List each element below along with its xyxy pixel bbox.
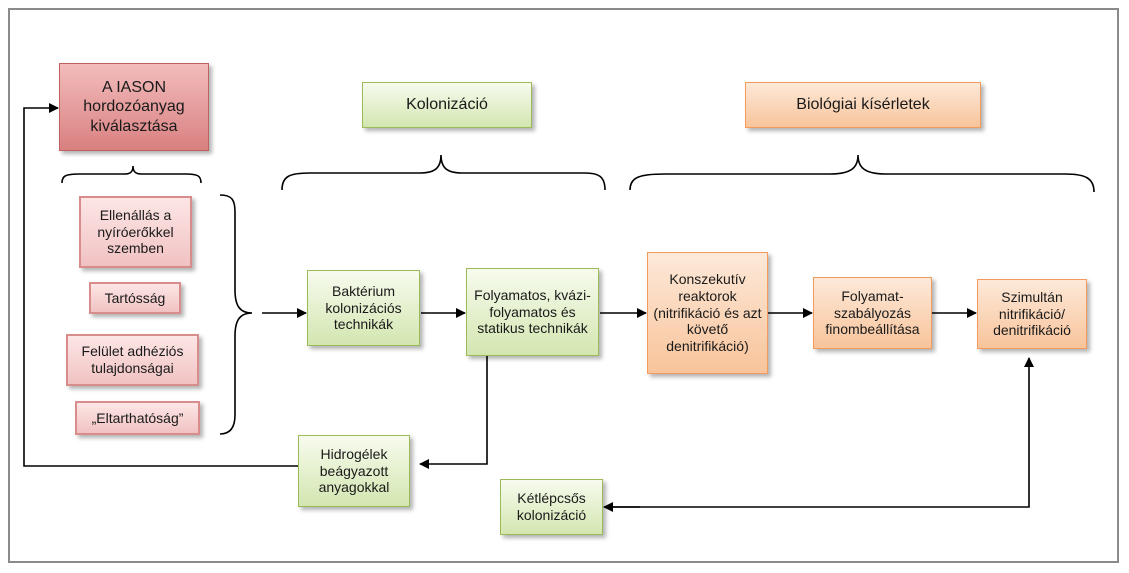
box-folyamat-szabalyozas: Folyamat-szabályozás finombeállítása bbox=[813, 277, 932, 349]
brace-criteria bbox=[219, 194, 253, 435]
box-eltarthatosag: „Eltarthatóság” bbox=[75, 401, 200, 435]
box-iason: A IASON hordozóanyag kiválasztása bbox=[59, 63, 209, 151]
box-ellenallas: Ellenállás a nyíróerőkkel szemben bbox=[79, 196, 192, 268]
brace-iason bbox=[61, 165, 202, 184]
box-kolonizacio: Kolonizáció bbox=[362, 82, 532, 128]
line-ketlepcsos-szimultan bbox=[612, 357, 1034, 508]
box-hidrogelek: Hidrogélek beágyazott anyagokkal bbox=[298, 435, 410, 507]
box-tartossag: Tartósság bbox=[89, 282, 181, 314]
brace-kolonizacio bbox=[281, 154, 606, 191]
box-bakterium: Baktérium kolonizációs technikák bbox=[307, 270, 420, 346]
arrow-folyamatos-to-hidrogelek bbox=[419, 356, 488, 469]
box-szimultan: Szimultán nitrifikáció/ denitrifikáció bbox=[977, 279, 1087, 349]
box-folyamatos: Folyamatos, kvázi-folyamatos és statikus… bbox=[466, 268, 599, 356]
box-konszekutiv: Konszekutív reaktorok (nitrifikáció és a… bbox=[647, 252, 768, 374]
arrow-hidrogelek-to-iason bbox=[23, 103, 298, 467]
brace-biologiai bbox=[629, 154, 1095, 193]
box-biologiai-kiserletek: Biológiai kísérletek bbox=[745, 82, 981, 128]
box-felulet: Felület adhéziós tulajdonságai bbox=[66, 334, 199, 386]
box-ketlepcsos: Kétlépcsős kolonizáció bbox=[500, 479, 603, 535]
